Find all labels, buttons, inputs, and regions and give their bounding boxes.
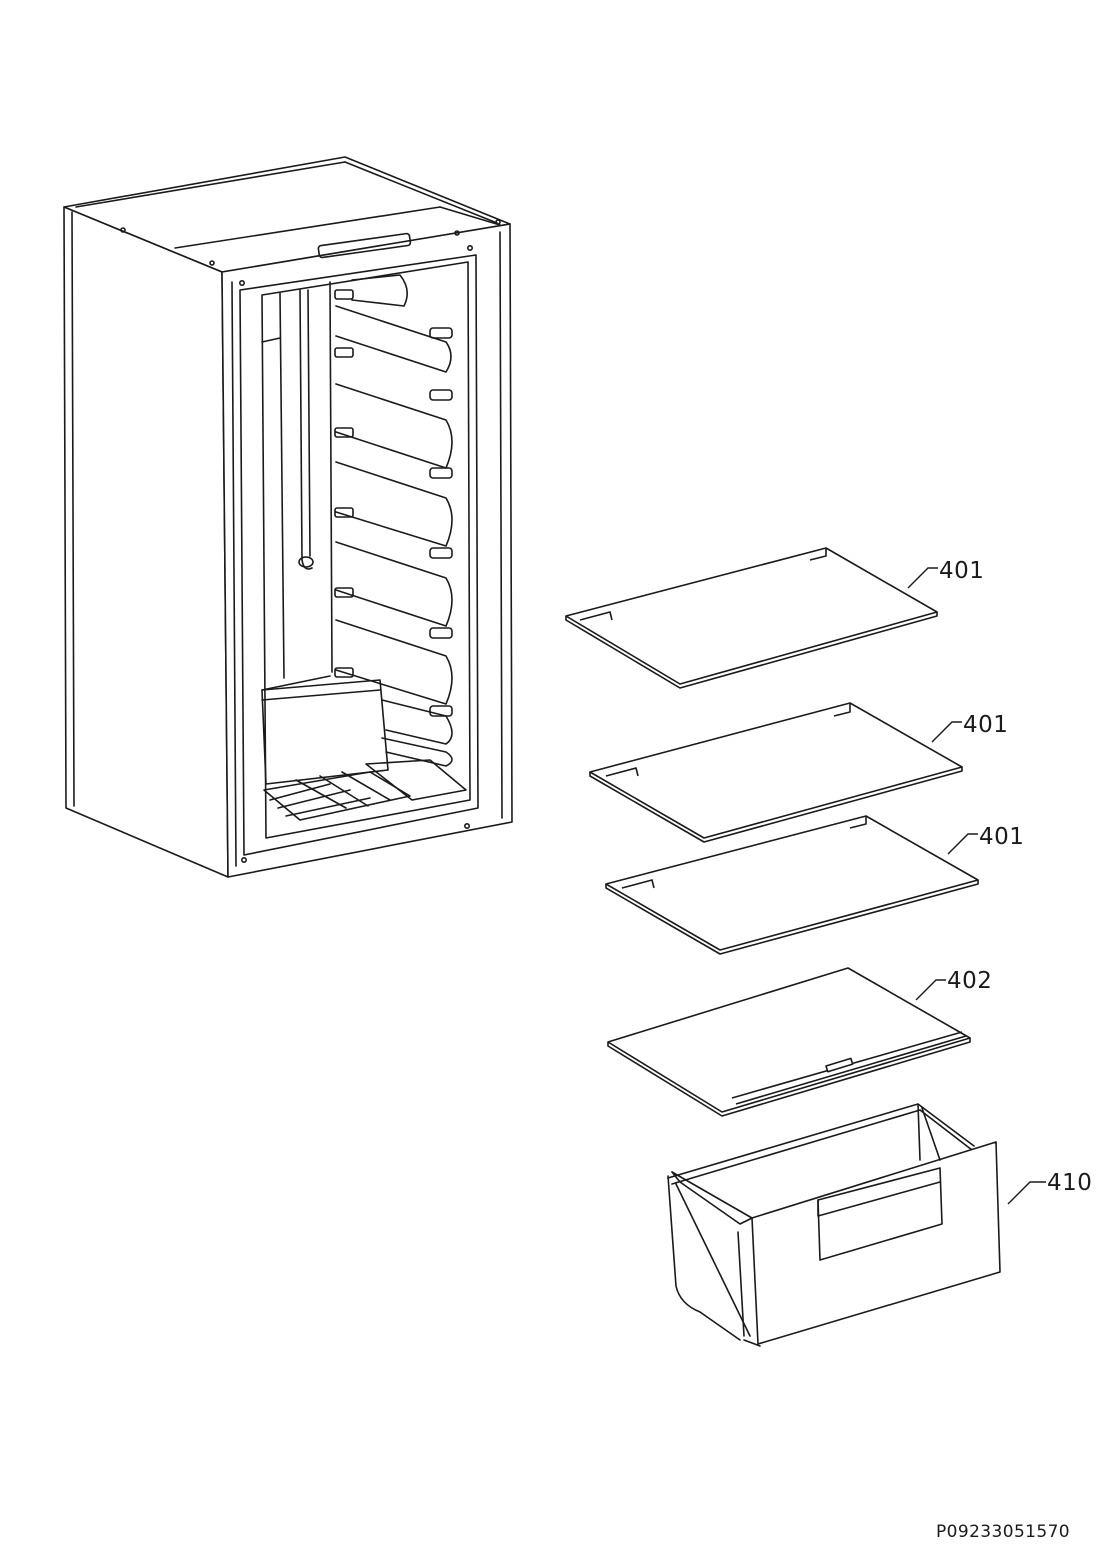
- part-label-crisper-drawer: 410: [1047, 1170, 1093, 1196]
- crisper-cover-plate: [608, 968, 970, 1116]
- left-shelf-supports: [335, 290, 353, 677]
- label-leader-lines: [908, 568, 1046, 1204]
- part-label-shelf-3: 401: [979, 824, 1025, 850]
- document-code: P09233051570: [936, 1522, 1071, 1542]
- part-label-crisper-cover: 402: [947, 968, 993, 994]
- part-label-shelf-1: 401: [939, 558, 985, 584]
- part-label-shelf-2: 401: [963, 712, 1009, 738]
- glass-shelf-3: [606, 816, 978, 954]
- crisper-drawer-box: [668, 1104, 1000, 1346]
- fridge-cabinet: [64, 157, 512, 877]
- glass-shelf-1: [566, 548, 937, 688]
- glass-shelf-2: [590, 703, 962, 842]
- right-shelf-supports: [430, 328, 452, 716]
- floor-ribs: [264, 760, 466, 820]
